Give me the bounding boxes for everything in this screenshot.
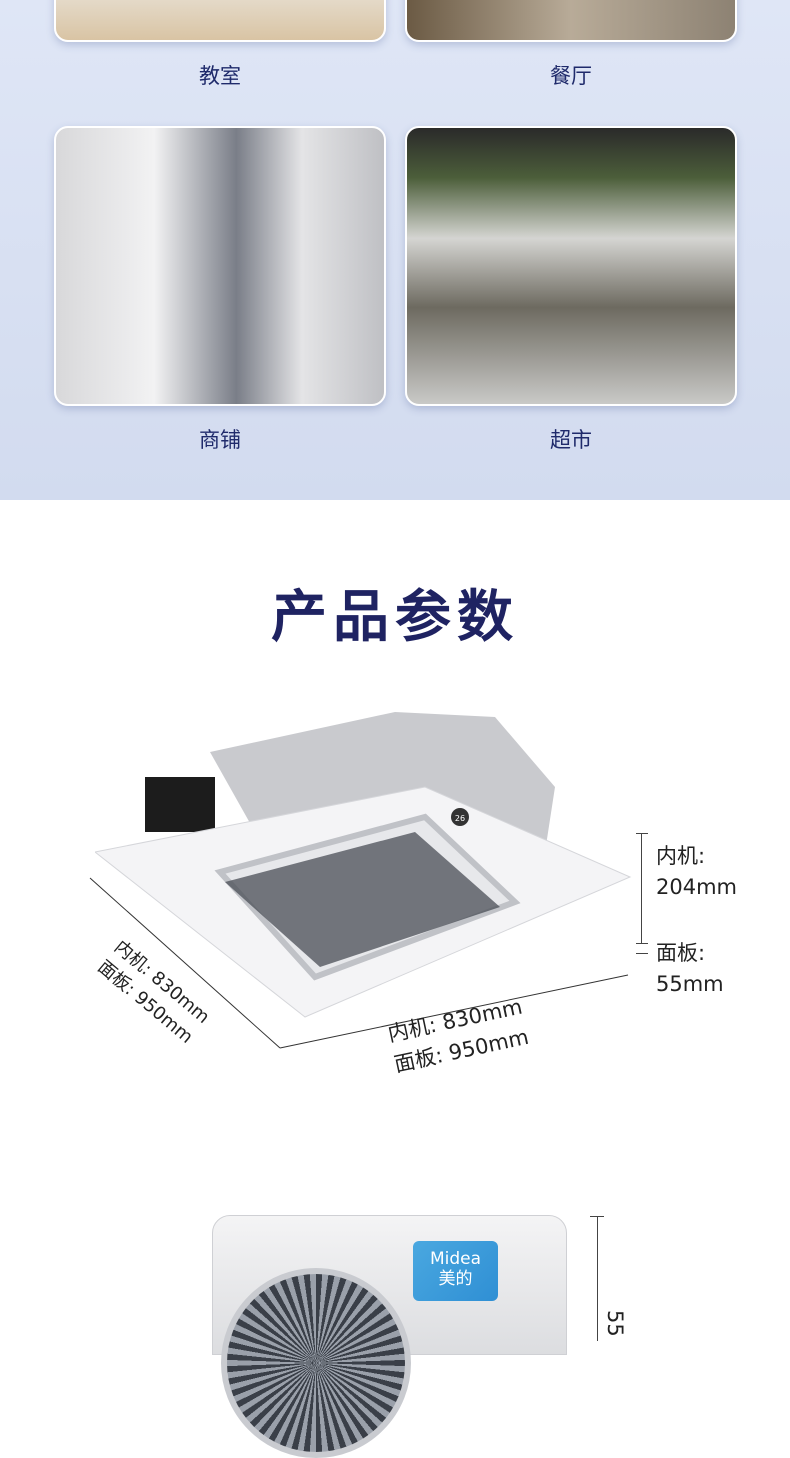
application-scenes-section: 教室 餐厅 商铺 超市: [0, 0, 790, 500]
scene-caption-shop: 商铺: [199, 428, 241, 452]
dimension-tick: [636, 953, 648, 954]
cassette-indoor-unit-image: 26: [95, 712, 632, 1018]
classroom-photo: [54, 0, 386, 42]
restaurant-photo: [405, 0, 737, 42]
outdoor-height-line: [597, 1216, 598, 1341]
height-dimension-line: [641, 833, 642, 943]
pipe-box: [145, 777, 215, 832]
scene-caption-restaurant: 餐厅: [550, 64, 592, 88]
fan-grille: [221, 1268, 411, 1458]
width-dimension-lines: [89, 877, 629, 1049]
svg-text:26: 26: [455, 814, 465, 823]
scene-caption-classroom: 教室: [199, 64, 241, 88]
dimension-tick: [636, 943, 648, 944]
indoor-height-label: 内机:204mm: [656, 844, 737, 899]
dimension-tick: [636, 833, 648, 834]
supermarket-photo: [405, 126, 737, 406]
shop-photo: [54, 126, 386, 406]
display-icon: [451, 808, 469, 826]
scene-caption-supermarket: 超市: [550, 428, 592, 452]
dimension-tick: [590, 1216, 604, 1217]
panel-height-label: 面板:55mm: [656, 941, 724, 996]
grille: [225, 832, 500, 967]
outdoor-height-label: 55: [603, 1310, 627, 1337]
section-title: 产品参数: [271, 585, 519, 650]
